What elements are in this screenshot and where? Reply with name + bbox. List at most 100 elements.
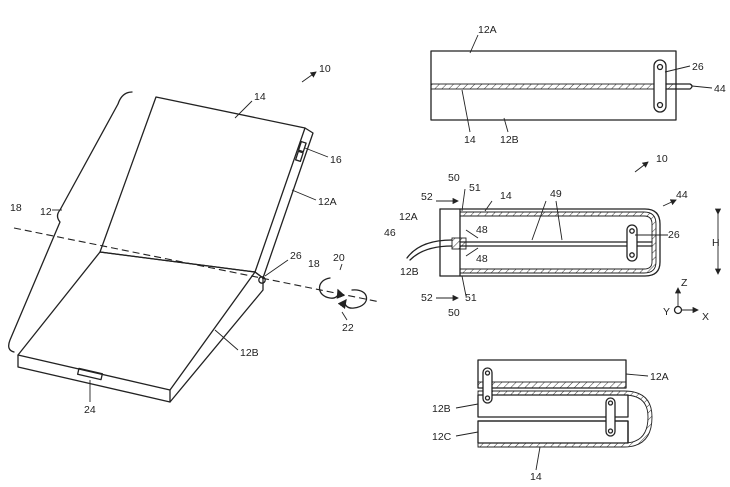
- leader-48-top: [465, 229, 479, 239]
- leader-51-top: [461, 188, 466, 212]
- display-layer-bc: [477, 390, 653, 448]
- display-layer-a: [477, 381, 627, 389]
- label-12: 12: [40, 206, 52, 218]
- label-24: 24: [84, 404, 96, 416]
- label-18-left: 18: [10, 202, 22, 214]
- label-12a-mid: 12A: [399, 211, 418, 223]
- connector-port: [76, 367, 104, 381]
- housing-bracket: [8, 91, 133, 353]
- label-26-top: 26: [692, 61, 704, 73]
- leader-16: [304, 147, 329, 158]
- leader-14-bottom: [535, 446, 541, 471]
- leader-12c: [455, 431, 479, 437]
- leader-10-mid: [634, 161, 649, 173]
- label-12a-top: 12A: [478, 24, 497, 36]
- figure-left-foldable-device: 10 14 16 12A 18 12 26 20 18 22 12B 24: [8, 63, 381, 416]
- label-14-bottom: 14: [530, 471, 542, 483]
- leader-12b-top: [503, 117, 509, 133]
- label-12a-left: 12A: [318, 196, 337, 208]
- figure-middle-right-folded-section: 10 44 50 52 51 14 49 12A 46 48 48 26 12B…: [384, 153, 722, 323]
- leader-51-bottom: [461, 275, 467, 297]
- label-10-left: 10: [319, 63, 331, 75]
- leader-14: [234, 100, 253, 119]
- label-48-top: 48: [476, 224, 488, 236]
- label-52-top: 52: [421, 191, 433, 203]
- label-axis-y: Y: [663, 306, 670, 318]
- label-18-right: 18: [308, 258, 320, 270]
- cable-46-top: [406, 239, 453, 259]
- label-26-left: 26: [290, 250, 302, 262]
- label-14-left: 14: [254, 91, 266, 103]
- leader-10-left: [301, 71, 317, 83]
- axis-y-origin: [673, 305, 683, 315]
- hinge-pin-bottom: [656, 101, 664, 109]
- leader-44-mid: [662, 199, 677, 207]
- label-12c: 12C: [432, 431, 452, 443]
- figure-bottom-right-triple-fold: 12A 12B 12C 14: [432, 359, 669, 483]
- label-44-mid: 44: [676, 189, 688, 201]
- label-14-mid: 14: [500, 190, 512, 202]
- hinge-pin-folded-bottom: [629, 252, 635, 258]
- label-12b-top: 12B: [500, 134, 519, 146]
- label-22: 22: [342, 322, 354, 334]
- button-upper: [297, 140, 307, 153]
- leader-12b: [214, 329, 239, 351]
- label-14-top: 14: [464, 134, 476, 146]
- figure-top-right-flat-section: 12A 26 44 14 12B: [430, 24, 726, 146]
- label-12b-left: 12B: [240, 347, 259, 359]
- label-46: 46: [384, 227, 396, 239]
- hinge-link-flat: [653, 59, 667, 113]
- label-48-bottom: 48: [476, 253, 488, 265]
- hinge-pin-left-bottom: [484, 395, 491, 401]
- rotation-arrow-22: [337, 289, 368, 309]
- label-44-top: 44: [714, 83, 726, 95]
- hinge-pin-right-bottom: [607, 428, 614, 434]
- label-51-bottom: 51: [465, 292, 477, 304]
- leader-44-top: [691, 85, 713, 89]
- label-h: H: [712, 237, 720, 249]
- label-52-bottom: 52: [421, 292, 433, 304]
- leader-12a-bottom: [625, 373, 649, 377]
- label-axis-x: X: [702, 311, 709, 323]
- display-layer-flat: [430, 83, 677, 90]
- leader-14-top: [461, 89, 471, 133]
- label-12b-bottom: 12B: [432, 403, 451, 415]
- leader-48-bottom: [465, 247, 479, 257]
- button-lower: [294, 150, 304, 163]
- label-20: 20: [333, 252, 345, 264]
- hinge-pin: [258, 276, 266, 284]
- leader-20: [339, 263, 343, 271]
- leader-26-top: [664, 65, 691, 73]
- lower-panel-front: [17, 354, 171, 403]
- leader-12a: [291, 189, 317, 201]
- hinge-link-folded: [626, 224, 638, 262]
- cable-46-bottom: [409, 245, 453, 261]
- hinge-pin-right-top: [607, 400, 614, 406]
- leader-49-b: [555, 200, 563, 241]
- label-50-top: 50: [448, 172, 460, 184]
- leader-12a-top: [469, 34, 479, 54]
- housing-outer-folded: [439, 208, 661, 277]
- hinge-pin-top: [656, 63, 664, 71]
- label-51-top: 51: [469, 182, 481, 194]
- leader-14-mid: [484, 200, 493, 212]
- hinge-pin-left-top: [484, 370, 491, 376]
- leader-49-a: [531, 200, 547, 241]
- label-12b-mid: 12B: [400, 266, 419, 278]
- lower-panel-side: [169, 271, 264, 403]
- hinge-link-left: [482, 367, 493, 404]
- contact-block: [451, 237, 467, 250]
- label-50-bottom: 50: [448, 307, 460, 319]
- leader-22: [341, 311, 348, 321]
- label-26-mid: 26: [668, 229, 680, 241]
- leader-12b-bottom: [455, 403, 479, 409]
- rotation-arrow-20: [318, 277, 346, 299]
- label-10-mid: 10: [656, 153, 668, 165]
- label-16: 16: [330, 154, 342, 166]
- hinge-link-right: [605, 397, 616, 437]
- hinge-pin-folded-top: [629, 228, 635, 234]
- label-axis-z: Z: [681, 277, 688, 289]
- lower-panel-outline: [17, 251, 256, 391]
